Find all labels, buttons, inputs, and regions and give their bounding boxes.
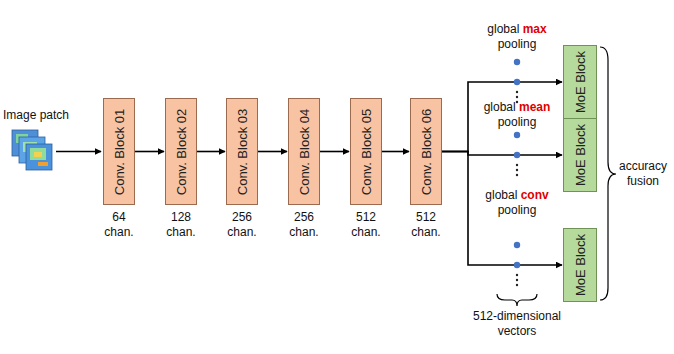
block-label: MoE Block: [573, 234, 588, 296]
channel-count: 256 chan.: [284, 210, 324, 240]
pooling-label: global meanpooling: [472, 100, 562, 130]
vector-size: 512-dimensional vectors: [467, 309, 567, 339]
pooling-word: global: [485, 188, 517, 202]
flow-arrow: [442, 82, 562, 152]
flow-arrow: [135, 151, 164, 153]
block-label: Conv. Block 03: [235, 108, 250, 194]
channel-count: 256 chan.: [222, 210, 262, 240]
vector-dot: [516, 174, 518, 176]
vector-dot: [516, 164, 518, 166]
vector-dot: [516, 274, 518, 276]
vector-dot: [514, 59, 520, 65]
moe-block: MoE Block: [563, 45, 597, 119]
block-label: MoE Block: [573, 124, 588, 186]
fusion-brace: [600, 47, 616, 300]
pooling-type: mean: [519, 100, 550, 114]
block-label: Conv. Block 01: [112, 108, 127, 194]
fusion-label: accuracy fusion: [614, 159, 672, 189]
vector-dot: [516, 96, 518, 98]
pooling-word: pooling: [498, 37, 537, 51]
vector-dot: [516, 101, 518, 103]
vector-dots: [514, 59, 520, 286]
flow-arrow: [320, 151, 349, 153]
block-label: MoE Block: [573, 51, 588, 113]
image-patch-icon: [12, 130, 52, 170]
vector-dot: [514, 242, 520, 248]
moe-block: MoE Block: [563, 228, 597, 302]
block-label: Conv. Block 02: [174, 108, 189, 194]
pooling-label: global maxpooling: [472, 22, 562, 52]
pooling-type: conv: [521, 188, 549, 202]
pooling-word: global: [487, 22, 519, 36]
conv-block: Conv. Block 01: [103, 98, 135, 205]
vector-dot: [516, 169, 518, 171]
block-label: Conv. Block 04: [297, 108, 312, 194]
vector-dot: [516, 279, 518, 281]
pooling-word: global: [484, 100, 516, 114]
flow-arrow: [197, 151, 225, 153]
flow-arrow: [258, 151, 287, 153]
channel-count: 128 chan.: [161, 210, 201, 240]
flow-arrow: [442, 152, 562, 266]
input-arrow: [56, 151, 101, 153]
vector-dot: [514, 79, 520, 85]
channel-count: 64 chan.: [99, 210, 139, 240]
block-label: Conv. Block 05: [359, 108, 374, 194]
conv-block: Conv. Block 06: [410, 98, 442, 205]
input-label: Image patch: [1, 108, 71, 123]
vector-brace: [497, 294, 537, 306]
conv-block: Conv. Block 02: [165, 98, 197, 205]
conv-block: Conv. Block 03: [226, 98, 258, 205]
vector-dot: [514, 132, 520, 138]
flow-arrow: [382, 151, 409, 153]
vector-dot: [514, 152, 520, 158]
vector-dot: [516, 91, 518, 93]
moe-block: MoE Block: [563, 118, 597, 192]
pooling-word: pooling: [498, 203, 537, 217]
block-label: Conv. Block 06: [419, 108, 434, 194]
vector-dot: [516, 284, 518, 286]
conv-block: Conv. Block 04: [288, 98, 320, 205]
channel-count: 512 chan.: [346, 210, 386, 240]
pooling-type: max: [523, 22, 547, 36]
pooling-label: global convpooling: [472, 188, 562, 218]
conv-block: Conv. Block 05: [350, 98, 382, 205]
pooling-word: pooling: [498, 115, 537, 129]
vector-dot: [514, 262, 520, 268]
channel-count: 512 chan.: [406, 210, 446, 240]
